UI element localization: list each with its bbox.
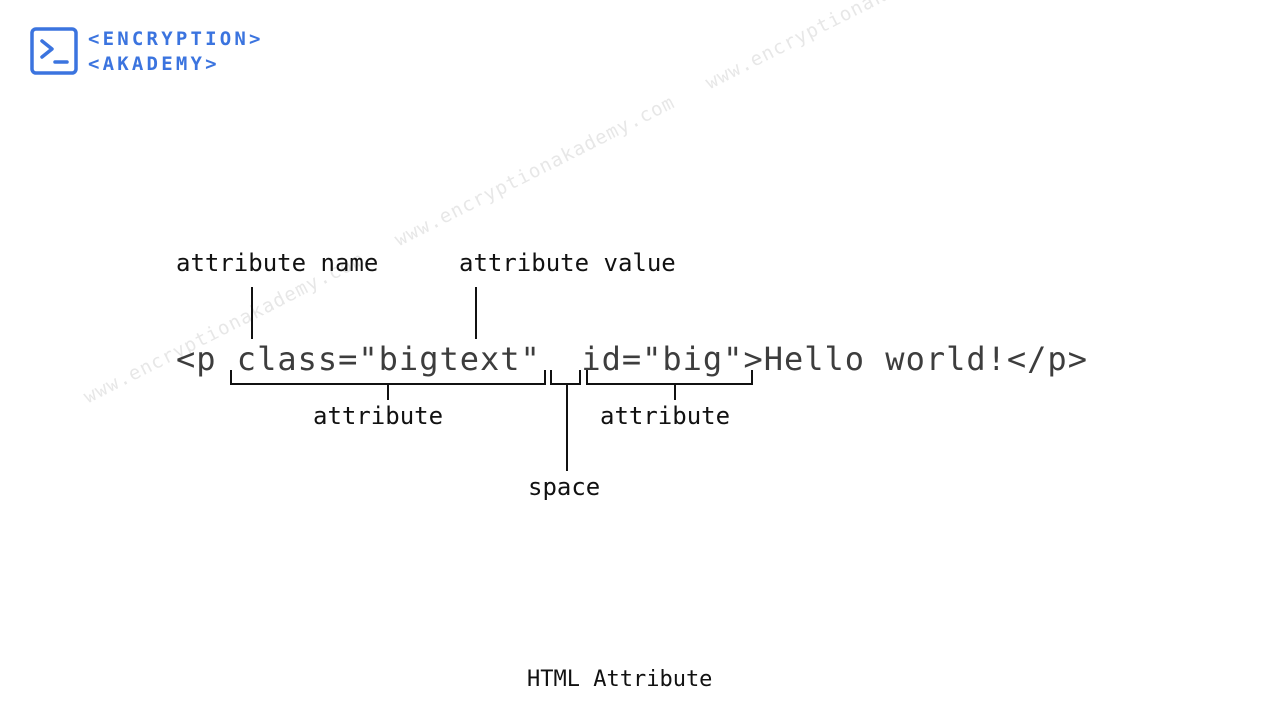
bracket-attribute-1	[230, 370, 546, 385]
bracket-space	[550, 370, 581, 385]
label-attribute-value: attribute value	[459, 249, 676, 277]
label-attribute-1: attribute	[313, 402, 444, 430]
diagram-caption: HTML Attribute	[527, 667, 713, 692]
bracket-attribute-2	[586, 370, 753, 385]
label-attribute-name: attribute name	[176, 249, 379, 277]
label-space: space	[528, 473, 601, 501]
logo-text-line1: <ENCRYPTION>	[88, 28, 264, 50]
logo-text-line2: <AKADEMY>	[88, 53, 220, 75]
logo: <ENCRYPTION> <AKADEMY>	[30, 27, 330, 83]
label-attribute-2: attribute	[600, 402, 731, 430]
html-code-example: <p class="bigtext" id="big">Hello world!…	[176, 340, 1088, 378]
terminal-prompt-icon	[30, 27, 78, 75]
